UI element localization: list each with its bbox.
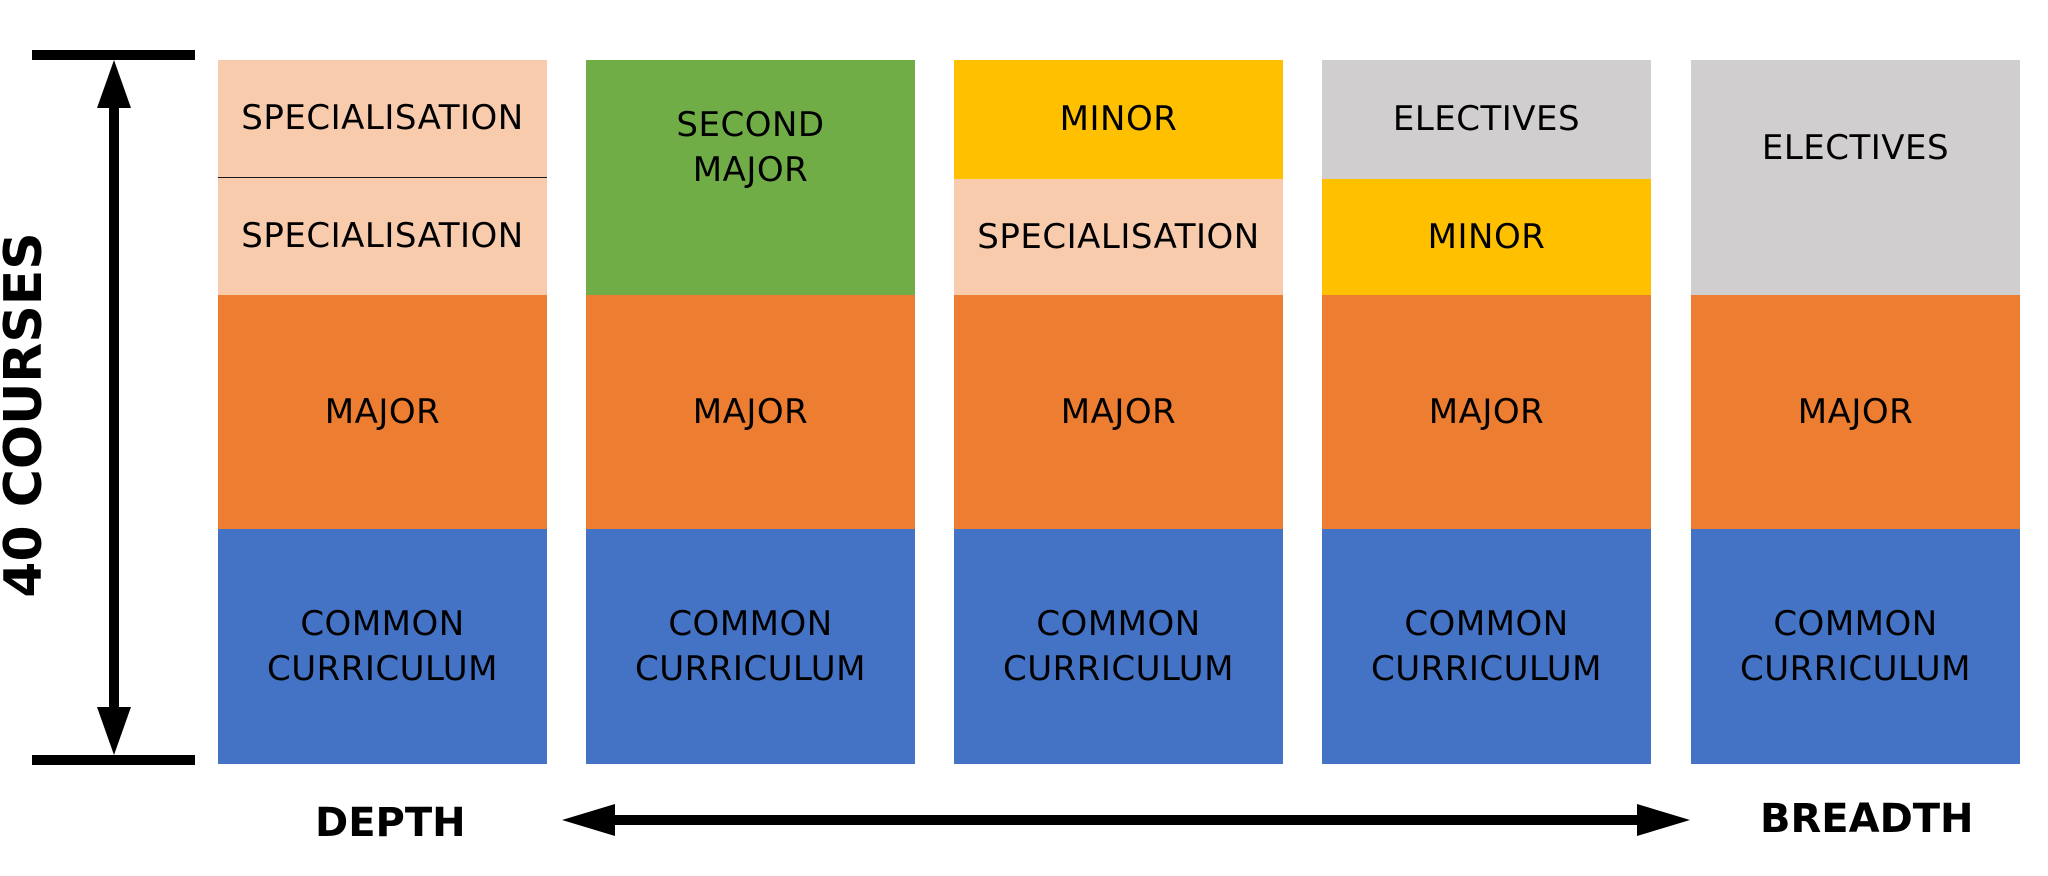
- block-label-line-1: SECOND: [676, 104, 825, 145]
- major-block: MAJOR: [1691, 295, 2020, 529]
- block-label-line-1: COMMON: [1404, 603, 1569, 644]
- specialisation-block: SPECIALISATION: [218, 178, 547, 295]
- block-label-line-2: CURRICULUM: [635, 648, 866, 689]
- block-label: SPECIALISATION: [241, 216, 524, 257]
- pathway-column-5: ELECTIVES MAJOR COMMON CURRICULUM: [1691, 60, 2020, 764]
- common-curriculum-block: COMMON CURRICULUM: [954, 529, 1283, 764]
- block-label-line-2: MAJOR: [692, 149, 809, 190]
- minor-block: MINOR: [954, 60, 1283, 179]
- pathway-column-2: SECOND MAJOR MAJOR COMMON CURRICULUM: [586, 60, 915, 764]
- depth-breadth-arrow: [562, 804, 1690, 836]
- block-label: MINOR: [1427, 216, 1546, 257]
- major-block: MAJOR: [586, 295, 915, 529]
- depth-label: DEPTH: [315, 800, 466, 846]
- second-major-block: SECOND MAJOR: [586, 60, 915, 295]
- block-label-line-1: COMMON: [1036, 603, 1201, 644]
- specialisation-block: SPECIALISATION: [218, 60, 547, 178]
- electives-block: ELECTIVES: [1691, 60, 2020, 295]
- block-label-line-1: COMMON: [668, 603, 833, 644]
- electives-block: ELECTIVES: [1322, 60, 1651, 179]
- block-label: ELECTIVES: [1761, 127, 1950, 168]
- vertical-label-text: 40 COURSES: [0, 232, 54, 598]
- block-label: ELECTIVES: [1392, 99, 1581, 140]
- block-label: MAJOR: [1060, 391, 1177, 432]
- major-block: MAJOR: [1322, 295, 1651, 529]
- left-arrowhead: [562, 804, 615, 836]
- block-label-line-2: CURRICULUM: [1003, 648, 1234, 689]
- block-label: MINOR: [1059, 99, 1178, 140]
- block-label-line-2: CURRICULUM: [1740, 648, 1971, 689]
- block-label: SPECIALISATION: [241, 98, 524, 139]
- right-arrowhead: [1637, 804, 1690, 836]
- block-label-line-1: COMMON: [1773, 603, 1938, 644]
- major-block: MAJOR: [954, 295, 1283, 529]
- minor-block: MINOR: [1322, 179, 1651, 295]
- vertical-span-marker: [32, 50, 195, 765]
- common-curriculum-block: COMMON CURRICULUM: [1691, 529, 2020, 764]
- pathway-column-1: SPECIALISATION SPECIALISATION MAJOR COMM…: [218, 60, 547, 764]
- block-label: MAJOR: [692, 391, 809, 432]
- common-curriculum-block: COMMON CURRICULUM: [218, 529, 547, 764]
- block-label-line-1: COMMON: [300, 603, 465, 644]
- common-curriculum-block: COMMON CURRICULUM: [1322, 529, 1651, 764]
- up-arrowhead: [97, 60, 131, 108]
- block-label: MAJOR: [324, 391, 441, 432]
- block-label: MAJOR: [1428, 391, 1545, 432]
- block-label: MAJOR: [1797, 391, 1914, 432]
- pathway-column-4: ELECTIVES MINOR MAJOR COMMON CURRICULUM: [1322, 60, 1651, 764]
- block-label-line-2: CURRICULUM: [1371, 648, 1602, 689]
- block-label-line-2: CURRICULUM: [267, 648, 498, 689]
- common-curriculum-block: COMMON CURRICULUM: [586, 529, 915, 764]
- block-label: SPECIALISATION: [977, 216, 1260, 257]
- breadth-label: BREADTH: [1760, 796, 1974, 842]
- down-arrowhead: [97, 707, 131, 755]
- pathway-column-3: MINOR SPECIALISATION MAJOR COMMON CURRIC…: [954, 60, 1283, 764]
- specialisation-block: SPECIALISATION: [954, 179, 1283, 295]
- major-block: MAJOR: [218, 295, 547, 529]
